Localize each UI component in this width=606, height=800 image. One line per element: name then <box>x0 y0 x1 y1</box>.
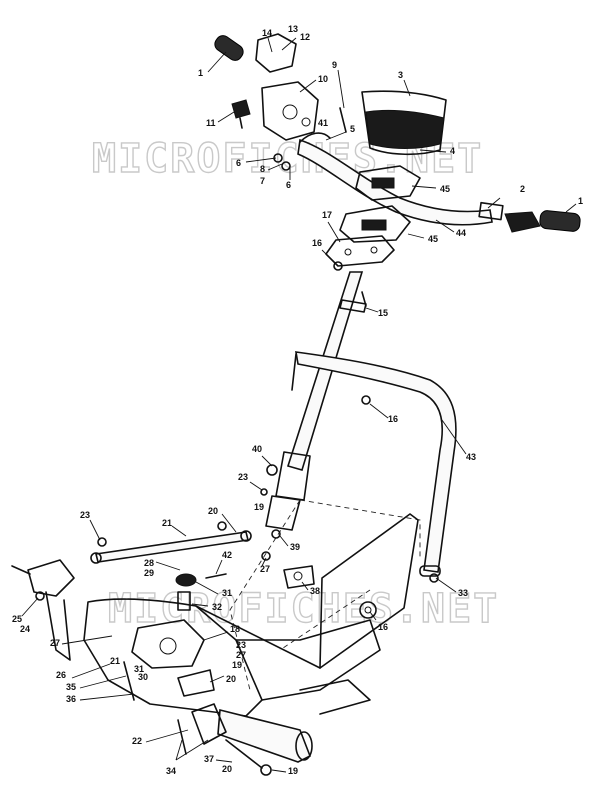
tie-rod <box>90 530 252 564</box>
callout-label: 43 <box>466 452 476 462</box>
callout-label: 42 <box>222 550 232 560</box>
callout-label: 6 <box>236 158 241 168</box>
callout-label: 8 <box>260 164 265 174</box>
callout-label: 31 <box>134 664 144 674</box>
grip-left <box>214 35 244 61</box>
callout-label: 25 <box>12 614 22 624</box>
callout-label: 6 <box>286 180 291 190</box>
callout-label: 39 <box>290 542 300 552</box>
callout-label: 24 <box>20 624 30 634</box>
steering-knuckle <box>131 573 215 697</box>
callout-label: 12 <box>300 32 310 42</box>
headlight-pod <box>361 90 447 156</box>
callout-label: 23 <box>236 640 246 650</box>
callout-label: 36 <box>66 694 76 704</box>
callout-label: 11 <box>206 118 216 128</box>
spindle-left <box>11 559 75 661</box>
callout-label: 1 <box>578 196 583 206</box>
callout-label: 32 <box>212 602 222 612</box>
rear-bracket <box>191 703 272 776</box>
handlebar-clamps <box>339 165 421 243</box>
callout-label: 34 <box>166 766 176 776</box>
callout-label: 20 <box>208 506 218 516</box>
callout-label: 1 <box>198 68 203 78</box>
mount-bracket-38 <box>283 565 315 589</box>
callout-label: 13 <box>288 24 298 34</box>
callout-label: 18 <box>230 624 240 634</box>
callout-label: 9 <box>332 60 337 70</box>
washer-16 <box>359 601 377 619</box>
callout-label: 22 <box>132 736 142 746</box>
callout-label: 26 <box>56 670 66 680</box>
callout-label: 14 <box>262 28 272 38</box>
callout-label: 29 <box>144 568 154 578</box>
callout-label: 45 <box>428 234 438 244</box>
callout-label: 2 <box>520 184 525 194</box>
throttle-grip-right <box>478 201 581 233</box>
callout-label: 23 <box>238 472 248 482</box>
callout-label: 5 <box>350 124 355 134</box>
callout-label: 27 <box>260 564 270 574</box>
callout-label: 33 <box>458 588 468 598</box>
callout-label: 16 <box>388 414 398 424</box>
callout-label: 4 <box>450 146 455 156</box>
callout-label: 19 <box>288 766 298 776</box>
callout-label: 17 <box>322 210 332 220</box>
callout-label: 20 <box>226 674 236 684</box>
watermark-bottom: MICROFICHES.NET <box>108 586 499 632</box>
callout-label: 45 <box>440 184 450 194</box>
steering-column <box>265 271 367 531</box>
callout-label: 41 <box>318 118 328 128</box>
callout-label: 37 <box>204 754 214 764</box>
callout-label: 16 <box>378 622 388 632</box>
callout-label: 30 <box>138 672 148 682</box>
front-axle-tube <box>217 708 313 763</box>
callout-label: 38 <box>310 586 320 596</box>
callout-label: 21 <box>162 518 172 528</box>
callout-label: 35 <box>66 682 76 692</box>
callouts: 1 14 13 12 10 9 3 11 5 6 8 7 6 41 4 45 2… <box>12 24 583 776</box>
callout-label: 3 <box>398 70 403 80</box>
callout-label: 19 <box>254 502 264 512</box>
callout-label: 28 <box>144 558 154 568</box>
callout-label: 10 <box>318 74 328 84</box>
callout-label: 23 <box>80 510 90 520</box>
callout-label: 27 <box>236 650 246 660</box>
floor-pan <box>83 499 421 717</box>
callout-label: 31 <box>222 588 232 598</box>
callout-label: 19 <box>232 660 242 670</box>
callout-label: 7 <box>260 176 265 186</box>
callout-label: 44 <box>456 228 466 238</box>
callout-label: 16 <box>312 238 322 248</box>
brake-lever-assembly <box>231 33 319 141</box>
hardware <box>35 107 439 755</box>
callout-label: 40 <box>252 444 262 454</box>
callout-label: 15 <box>378 308 388 318</box>
callout-label: 20 <box>222 764 232 774</box>
callout-label: 27 <box>50 638 60 648</box>
callout-label: 21 <box>110 656 120 666</box>
